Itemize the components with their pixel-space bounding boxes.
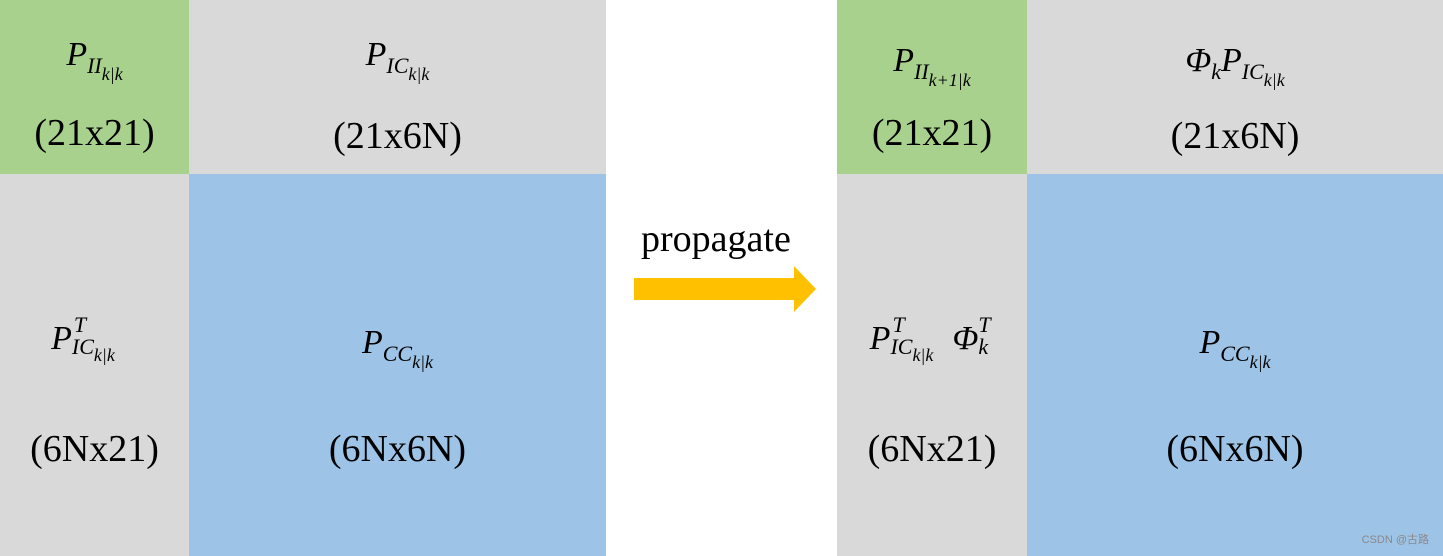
right-block-II: PIIk+1|k (21x21) — [837, 0, 1027, 174]
left-block-CC: PCCk|k (6Nx6N) — [189, 174, 606, 556]
right-block-CC: PCCk|k (6Nx6N) — [1027, 174, 1443, 556]
right-size-CI: (6Nx21) — [867, 428, 997, 470]
propagate-arrow-icon — [634, 266, 816, 312]
right-size-CC: (6Nx6N) — [1166, 428, 1304, 470]
propagate-label: propagate — [641, 218, 791, 260]
left-size-IC: (21x6N) — [333, 115, 462, 157]
left-size-CC: (6Nx6N) — [328, 428, 467, 470]
right-size-II: (21x21) — [871, 112, 993, 154]
right-formula-II: PIIk+1|k — [893, 42, 971, 90]
watermark: CSDN @古路 — [1361, 534, 1429, 546]
right-size-IC: (21x6N) — [1170, 115, 1300, 157]
right-block-IC: ΦkPICk|k (21x6N) — [1027, 0, 1443, 174]
left-formula-CC: PCCk|k — [361, 324, 434, 372]
left-size-II: (21x21) — [34, 112, 155, 154]
left-block-IC: PICk|k (21x6N) — [189, 0, 606, 174]
left-formula-II: PIIk|k — [66, 36, 123, 84]
left-size-CI: (6Nx21) — [30, 428, 159, 470]
right-formula-IC: ΦkPICk|k — [1185, 42, 1285, 90]
left-formula-IC: PICk|k — [365, 36, 430, 84]
right-formula-CC: PCCk|k — [1199, 324, 1271, 372]
left-block-II: PIIk|k (21x21) — [0, 0, 189, 174]
